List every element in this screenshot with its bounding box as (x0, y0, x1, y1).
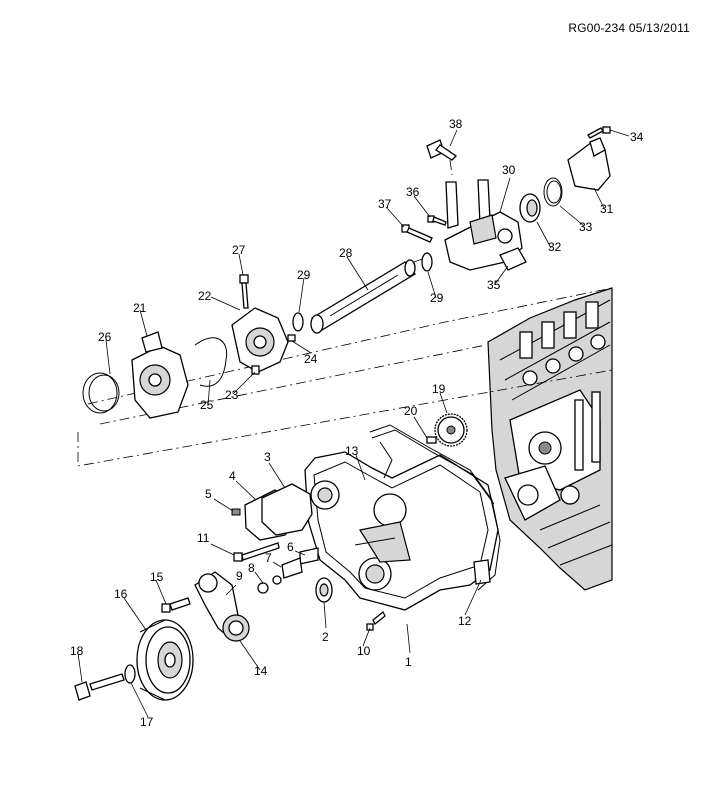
callout-21: 21 (133, 301, 147, 315)
callout-36: 36 (406, 185, 420, 199)
plate-and-gasket (231, 483, 313, 541)
leader-lines (77, 129, 630, 718)
water-pump (82, 331, 228, 419)
callout-38: 38 (449, 117, 463, 131)
callout-30: 30 (502, 163, 516, 177)
callout-15: 15 (150, 570, 164, 584)
bolt-37 (401, 224, 433, 243)
callout-23: 23 (225, 388, 239, 402)
callout-31: 31 (600, 202, 614, 216)
callout-24: 24 (304, 352, 318, 366)
bolt-11 (233, 542, 280, 562)
bolt-10 (366, 610, 386, 631)
callout-17: 17 (140, 715, 154, 729)
callout-12: 12 (458, 614, 472, 628)
cover-gasket (369, 424, 501, 591)
callout-37: 37 (378, 197, 392, 211)
bolt-27 (239, 274, 249, 309)
callout-2: 2 (322, 630, 329, 644)
seal-33 (543, 177, 563, 207)
bolt-34 (587, 126, 611, 139)
gasket-35 (499, 247, 527, 271)
callout-7: 7 (265, 551, 272, 565)
callout-35: 35 (487, 278, 501, 292)
callout-25: 25 (200, 398, 214, 412)
callout-28: 28 (339, 246, 353, 260)
callout-22: 22 (198, 289, 212, 303)
callout-11: 11 (197, 531, 210, 545)
callout-14: 14 (254, 664, 268, 678)
reference-code: RG00-234 05/13/2011 (568, 21, 690, 35)
callout-10: 10 (357, 644, 371, 658)
callout-33: 33 (579, 220, 593, 234)
o-ring-29a (292, 312, 304, 332)
callout-1: 1 (405, 655, 412, 669)
temperature-sensor (426, 139, 458, 161)
callout-9: 9 (236, 569, 243, 583)
callout-32: 32 (548, 240, 562, 254)
bolt-20 (426, 436, 437, 444)
thermostat (519, 193, 541, 223)
callout-6: 6 (287, 540, 294, 554)
callout-20: 20 (404, 404, 418, 418)
callout-4: 4 (229, 469, 236, 483)
bolt-18 (74, 673, 125, 701)
bolt-36 (427, 215, 447, 226)
callout-16: 16 (114, 587, 128, 601)
pump-housing (231, 307, 296, 375)
callout-labels: 1 2 3 4 5 6 7 8 9 10 11 12 13 14 15 16 1… (70, 117, 644, 729)
callout-19: 19 (432, 382, 446, 396)
timing-cover (304, 451, 499, 611)
callout-3: 3 (264, 450, 271, 464)
sprocket (434, 413, 468, 447)
callout-27: 27 (232, 243, 246, 257)
callout-29a: 29 (297, 268, 311, 282)
callout-5: 5 (205, 487, 212, 501)
water-outlet (567, 137, 611, 191)
callout-8: 8 (248, 561, 255, 575)
callout-18: 18 (70, 644, 84, 658)
seal-2 (315, 577, 333, 603)
callout-29b: 29 (430, 291, 444, 305)
washer-17 (124, 664, 136, 684)
tensioner-spring (257, 547, 319, 594)
callout-13: 13 (345, 444, 359, 458)
coolant-pipe (310, 259, 416, 334)
engine-block (487, 287, 613, 591)
callout-26: 26 (98, 330, 112, 344)
o-ring-29b (421, 252, 433, 272)
damper-pulley (136, 619, 194, 701)
callout-34: 34 (630, 130, 644, 144)
